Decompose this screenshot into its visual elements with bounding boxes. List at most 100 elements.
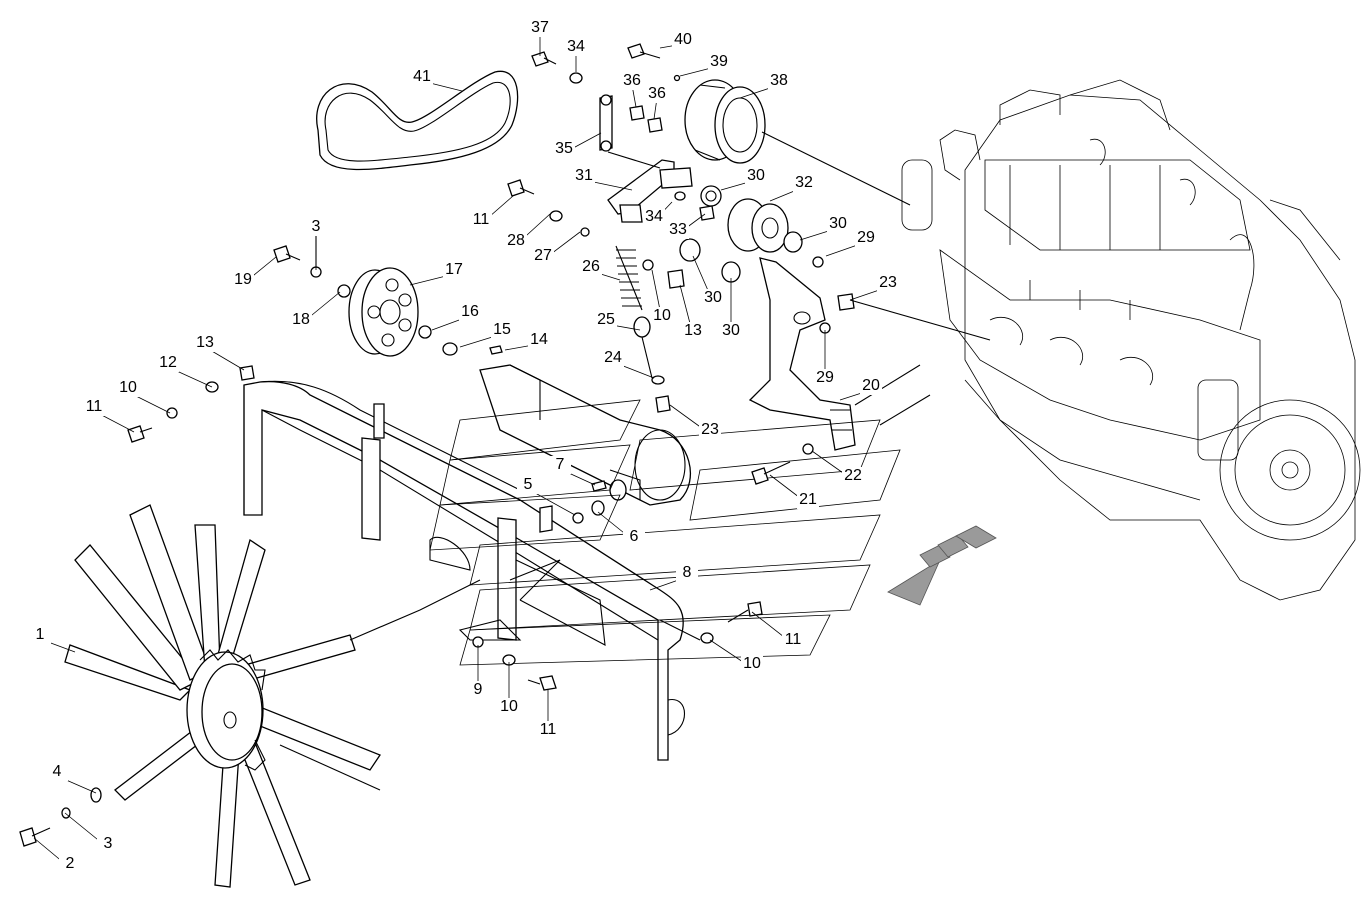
label-background	[602, 349, 624, 367]
bracket-20	[748, 257, 991, 451]
tensioner-hardware-top	[531, 43, 681, 152]
part-number-label: 2	[66, 855, 75, 872]
callout-17: 17	[409, 261, 465, 286]
fasteners-21-22	[751, 443, 814, 485]
part-number-label: 40	[674, 31, 692, 48]
callout-3b: 3	[64, 812, 119, 853]
label-background	[623, 528, 645, 546]
callout-30b: 30	[799, 215, 849, 241]
callout-8: 8	[649, 564, 698, 591]
label-background	[443, 261, 465, 279]
label-background	[860, 377, 882, 395]
label-background	[29, 626, 51, 644]
label-background	[651, 307, 673, 325]
part-number-label: 29	[857, 229, 875, 246]
label-background	[532, 247, 554, 265]
part-number-label: 10	[500, 698, 518, 715]
label-background	[232, 271, 254, 289]
part-number-label: 27	[534, 247, 552, 264]
callout-30d: 30	[720, 278, 742, 340]
label-background	[793, 174, 815, 192]
callout-40: 40	[659, 31, 694, 49]
label-background	[595, 311, 617, 329]
part-number-label: 30	[747, 167, 765, 184]
label-background	[529, 19, 551, 37]
part-number-label: 26	[582, 258, 600, 275]
label-background	[491, 321, 513, 339]
label-background	[667, 221, 689, 239]
callout-19: 19	[232, 256, 277, 289]
part-number-label: 23	[701, 421, 719, 438]
label-background	[741, 655, 763, 673]
part-number-label: 17	[445, 261, 463, 278]
label-background	[305, 218, 327, 236]
pulley-38	[684, 79, 911, 206]
callout-21: 21	[769, 474, 819, 509]
fasteners-10-11-right	[700, 601, 763, 644]
callout-41: 41	[411, 68, 463, 92]
callout-30a: 30	[720, 167, 767, 191]
ghost-outline-shapes	[429, 399, 901, 666]
callout-9: 9	[467, 645, 489, 699]
part-number-label: 19	[234, 271, 252, 288]
part-number-label: 24	[604, 349, 622, 366]
part-number-label: 21	[799, 491, 817, 508]
label-background	[621, 72, 643, 90]
label-background	[842, 467, 864, 485]
part-number-label: 14	[530, 331, 548, 348]
callout-6: 6	[597, 511, 645, 546]
label-background	[699, 421, 721, 439]
label-background	[768, 72, 790, 90]
part-number-label: 4	[53, 763, 62, 780]
callout-23a: 23	[849, 274, 899, 301]
part-number-label: 8	[683, 564, 692, 581]
label-background	[782, 631, 804, 649]
part-number-label: 23	[879, 274, 897, 291]
callout-13a: 13	[679, 284, 704, 340]
callout-23b: 23	[669, 404, 721, 439]
callout-10c: 10	[709, 639, 763, 673]
label-background	[459, 303, 481, 321]
part-number-label: 35	[555, 140, 573, 157]
callout-36b: 36	[646, 85, 668, 120]
part-number-label: 37	[531, 19, 549, 36]
callout-27: 27	[532, 231, 581, 265]
callout-18: 18	[290, 291, 341, 329]
part-number-label: 39	[710, 53, 728, 70]
callout-26: 26	[580, 258, 621, 281]
part-number-label: 7	[556, 456, 565, 473]
label-background	[702, 289, 724, 307]
label-background	[877, 274, 899, 292]
callout-29a: 29	[825, 229, 877, 257]
part-number-label: 33	[669, 221, 687, 238]
belt-41	[316, 70, 519, 171]
label-background	[528, 331, 550, 349]
label-background	[97, 835, 119, 853]
label-background	[827, 215, 849, 233]
callout-11c: 11	[751, 611, 804, 649]
label-background	[814, 369, 836, 387]
part-number-label: 13	[684, 322, 702, 339]
label-background	[498, 698, 520, 716]
label-background	[467, 681, 489, 699]
callout-10a: 10	[651, 269, 673, 325]
part-number-label: 1	[36, 626, 45, 643]
part-number-label: 32	[795, 174, 813, 191]
part-number-label: 3	[312, 218, 321, 235]
part-number-label: 16	[461, 303, 479, 320]
part-number-label: 13	[196, 334, 214, 351]
part-number-label: 15	[493, 321, 511, 338]
spring-assembly	[507, 179, 741, 413]
callout-11b: 11	[83, 398, 135, 433]
callout-4: 4	[46, 763, 97, 794]
part-number-label: 25	[597, 311, 615, 328]
part-number-label: 30	[829, 215, 847, 232]
callout-29b: 29	[814, 330, 836, 387]
callout-36a: 36	[621, 72, 643, 108]
label-background	[745, 167, 767, 185]
part-number-label: 6	[630, 528, 639, 545]
callout-33: 33	[667, 213, 706, 239]
part-number-label: 31	[575, 167, 593, 184]
